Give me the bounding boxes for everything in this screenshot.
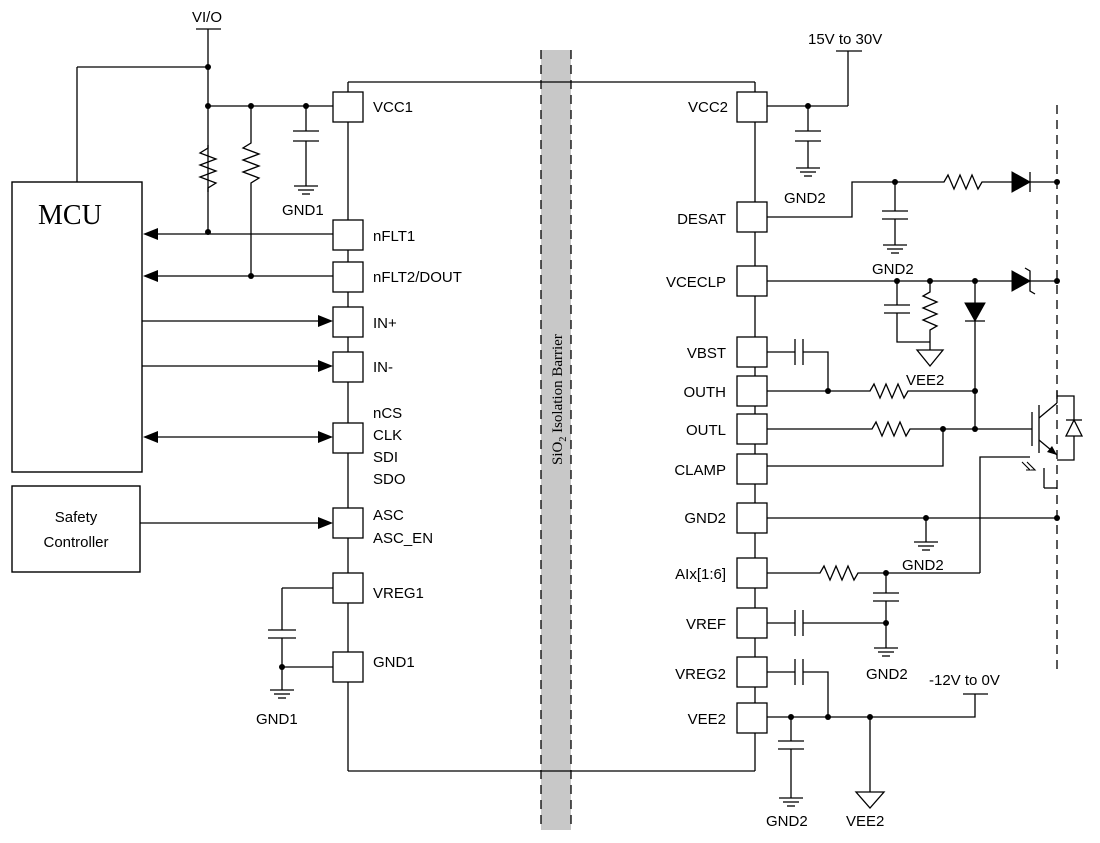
pin-label-sdo: SDO bbox=[373, 471, 406, 488]
pin-spi bbox=[332, 422, 364, 454]
pin-vreg2 bbox=[736, 656, 768, 688]
igbt-transistor-icon bbox=[1021, 391, 1058, 489]
pin-label-vceclp: VCECLP bbox=[666, 274, 726, 291]
pin-label-nflt2-dout: nFLT2/DOUT bbox=[373, 269, 462, 286]
pin-label-desat: DESAT bbox=[677, 211, 726, 228]
outh-resistor bbox=[866, 382, 975, 400]
net-label-gnd1-bottom: GND1 bbox=[256, 711, 298, 728]
pin-outl bbox=[736, 413, 768, 445]
pin-vee2 bbox=[736, 702, 768, 734]
aix-resistor bbox=[816, 564, 980, 582]
mcu-label: MCU bbox=[38, 200, 102, 231]
desat-resistor bbox=[940, 173, 1012, 191]
pullup-resistor-nflt2 bbox=[241, 140, 261, 188]
pin-nflt1 bbox=[332, 219, 364, 251]
outl-resistor bbox=[868, 420, 1032, 438]
arrow-spi-to-mcu bbox=[143, 431, 158, 443]
pin-label-ncs: nCS bbox=[373, 405, 402, 422]
pin-clamp bbox=[736, 453, 768, 485]
pin-desat bbox=[736, 201, 768, 233]
pin-label-vbst: VBST bbox=[687, 345, 726, 362]
gate-clamp-diode bbox=[964, 302, 986, 323]
freewheel-diode-icon bbox=[1057, 395, 1084, 461]
pin-gnd1 bbox=[332, 651, 364, 683]
pin-label-clamp: CLAMP bbox=[674, 462, 726, 479]
arrow-safety-to-asc bbox=[318, 517, 333, 529]
net-label-gnd2-bottom: GND2 bbox=[766, 813, 808, 830]
vceclp-resistor bbox=[921, 281, 939, 350]
pin-label-vreg1: VREG1 bbox=[373, 585, 424, 602]
safety-controller-label-1: Safety bbox=[55, 509, 98, 526]
pin-label-in-plus: IN+ bbox=[373, 315, 397, 332]
net-label-gnd2-vref: GND2 bbox=[866, 666, 908, 683]
pullup-resistor-nflt1 bbox=[198, 145, 218, 192]
net-label-vee2-bottom: VEE2 bbox=[846, 813, 884, 830]
pin-nflt2-dout bbox=[332, 261, 364, 293]
vcc2-supply-label: 15V to 30V bbox=[808, 31, 882, 48]
pin-vref bbox=[736, 607, 768, 639]
pin-label-gnd1: GND1 bbox=[373, 654, 415, 671]
net-label-gnd1-top: GND1 bbox=[282, 202, 324, 219]
safety-controller-block bbox=[11, 485, 141, 573]
net-label-vee2-vceclp: VEE2 bbox=[906, 372, 944, 389]
pin-label-vee2: VEE2 bbox=[688, 711, 726, 728]
right-pins: VCC2 DESAT VCECLP VBST OUTH OUTL CLAMP G… bbox=[666, 91, 768, 734]
net-label-gnd2-gndpin: GND2 bbox=[902, 557, 944, 574]
left-circuit: VI/O GND1 MCU bbox=[11, 9, 333, 728]
pin-label-outl: OUTL bbox=[686, 422, 726, 439]
pin-label-vref: VREF bbox=[686, 616, 726, 633]
pin-label-vreg2: VREG2 bbox=[675, 666, 726, 683]
arrow-mcu-to-spi bbox=[318, 431, 333, 443]
pin-outh bbox=[736, 375, 768, 407]
pin-label-clk: CLK bbox=[373, 427, 402, 444]
pin-label-outh: OUTH bbox=[684, 384, 727, 401]
pin-label-gnd2: GND2 bbox=[684, 510, 726, 527]
pin-label-nflt1: nFLT1 bbox=[373, 228, 415, 245]
mcu-block bbox=[11, 181, 143, 473]
pin-label-sdi: SDI bbox=[373, 449, 398, 466]
right-circuit: 15V to 30V GND2 GND2 bbox=[766, 31, 1084, 830]
vio-label: VI/O bbox=[192, 9, 222, 26]
arrow-nflt2-to-mcu bbox=[143, 270, 158, 282]
pin-label-aix: AIx[1:6] bbox=[675, 566, 726, 583]
arrow-mcu-to-in-minus bbox=[318, 360, 333, 372]
pin-vcc2 bbox=[736, 91, 768, 123]
pin-vreg1 bbox=[332, 572, 364, 604]
vee2-symbol-vceclp bbox=[915, 349, 945, 368]
pin-in-plus bbox=[332, 306, 364, 338]
pin-label-vcc1: VCC1 bbox=[373, 99, 413, 116]
barrier-label: SiO2 Isolation Barrier bbox=[550, 334, 569, 465]
pin-in-minus bbox=[332, 351, 364, 383]
vceclp-tvs-diode bbox=[1011, 270, 1032, 292]
vee-supply-label: -12V to 0V bbox=[929, 672, 1000, 689]
pin-vceclp bbox=[736, 265, 768, 297]
safety-controller-label-2: Controller bbox=[43, 534, 108, 551]
pin-label-asc: ASC bbox=[373, 507, 404, 524]
pin-gnd2 bbox=[736, 502, 768, 534]
pin-label-in-minus: IN- bbox=[373, 359, 393, 376]
pin-label-vcc2: VCC2 bbox=[688, 99, 728, 116]
net-label-gnd2-desat: GND2 bbox=[872, 261, 914, 278]
vee2-symbol-bottom bbox=[854, 791, 886, 809]
arrow-mcu-to-in-plus bbox=[318, 315, 333, 327]
pin-vbst bbox=[736, 336, 768, 368]
arrow-nflt1-to-mcu bbox=[143, 228, 158, 240]
barrier-band bbox=[541, 50, 571, 830]
pin-aix bbox=[736, 557, 768, 589]
net-label-gnd2-vcc2: GND2 bbox=[784, 190, 826, 207]
isolation-barrier: SiO2 Isolation Barrier bbox=[540, 50, 572, 830]
pin-vcc1 bbox=[332, 91, 364, 123]
desat-diode bbox=[1011, 171, 1032, 193]
pin-label-asc-en: ASC_EN bbox=[373, 530, 433, 547]
left-pins: VCC1 nFLT1 nFLT2/DOUT IN+ IN- nCS CLK SD… bbox=[332, 91, 462, 683]
pin-asc bbox=[332, 507, 364, 539]
